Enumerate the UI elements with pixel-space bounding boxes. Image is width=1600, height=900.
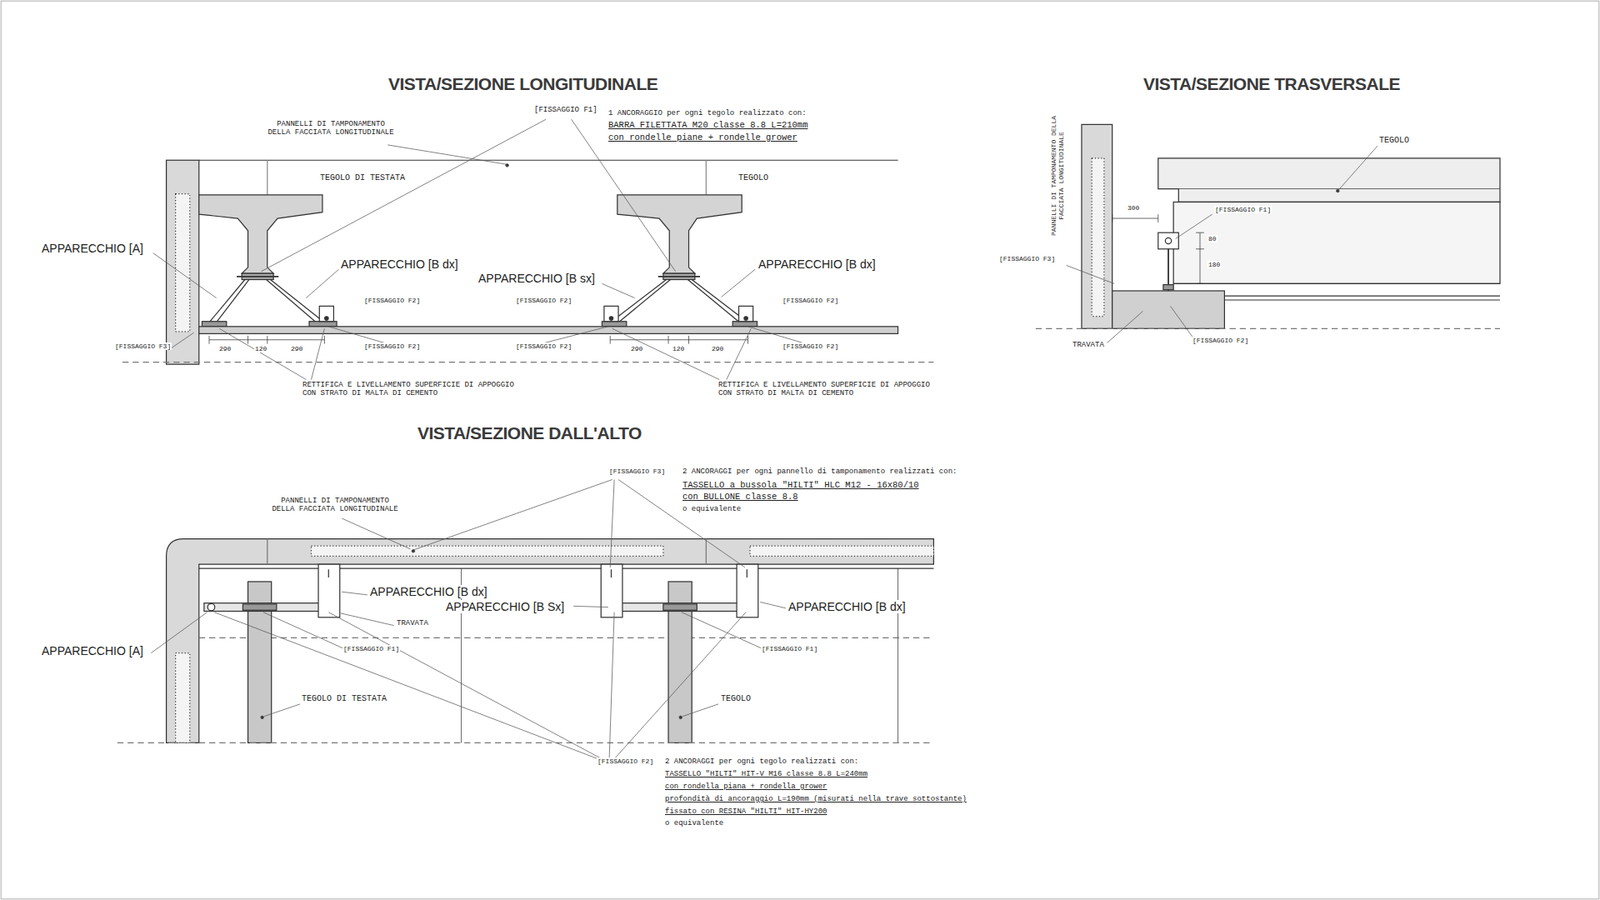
- panel-label: PANNELLI DI TAMPONAMENTO DELLA FACCIATA …: [267, 496, 403, 515]
- panel-label: PANNELLI DI TAMPONAMENTO DELLA FACCIATA …: [1050, 108, 1065, 244]
- device-label: APPARECCHIO [A]: [40, 241, 145, 255]
- dimension: 120: [254, 345, 268, 353]
- anchor-spec: con BULLONE classe 8.8: [681, 491, 800, 502]
- device-label: APPARECCHIO [B Sx]: [445, 600, 565, 614]
- anchor-spec: BARRA FILETTATA M20 classe 8.8 L=210mm: [607, 120, 809, 130]
- fixing-tag: [FISSAGGIO F2]: [596, 757, 655, 765]
- fixing-tag: [FISSAGGIO F3]: [114, 342, 172, 350]
- anchor-spec: TASSELLO a bussola "HILTI" HLC M12 - 16x…: [681, 480, 920, 490]
- element-label: TEGOLO DI TESTATA: [319, 173, 406, 184]
- fixing-tag: [FISSAGGIO F1]: [533, 105, 599, 115]
- fixing-tag: [FISSAGGIO F2]: [781, 342, 840, 350]
- anchor-note: o equivalente: [664, 819, 725, 828]
- mortar-note: RETTIFICA E LIVELLAMENTO SUPERFICIE DI A…: [717, 380, 938, 399]
- dimension: 300: [1126, 204, 1140, 212]
- dimension: 180: [1207, 260, 1221, 269]
- fixing-tag: [FISSAGGIO F2]: [515, 296, 573, 305]
- anchor-note: o equivalente: [681, 505, 742, 514]
- dimension: 290: [630, 345, 644, 353]
- fixing-tag: [FISSAGGIO F3]: [608, 467, 666, 475]
- fixing-tag: [FISSAGGIO F1]: [342, 645, 400, 653]
- dimension: 120: [671, 345, 685, 353]
- mortar-note: RETTIFICA E LIVELLAMENTO SUPERFICIE DI A…: [301, 380, 522, 399]
- panel-label: PANNELLI DI TAMPONAMENTO DELLA FACCIATA …: [263, 120, 399, 138]
- section-title: VISTA/SEZIONE LONGITUDINALE: [387, 74, 659, 95]
- fixing-tag: [FISSAGGIO F2]: [363, 342, 421, 350]
- section-title: VISTA/SEZIONE DALL'ALTO: [416, 423, 643, 444]
- anchor-spec: TASSELLO "HILTI" HIT-V M16 classe 8.8 L=…: [664, 770, 869, 779]
- element-label: TEGOLO: [1378, 135, 1410, 146]
- fixing-tag: [FISSAGGIO F2]: [781, 296, 840, 305]
- device-label: APPARECCHIO [B dx]: [340, 257, 460, 271]
- dimension: 80: [1207, 235, 1218, 243]
- element-label: TRAVATA: [1071, 340, 1105, 350]
- anchor-spec: profondità di ancoraggio L=190mm (misura…: [664, 795, 968, 804]
- dimension: 290: [710, 345, 725, 353]
- fixing-tag: [FISSAGGIO F3]: [998, 255, 1056, 263]
- fixing-tag: [FISSAGGIO F1]: [1214, 205, 1272, 214]
- element-label: TEGOLO DI TESTATA: [300, 694, 388, 705]
- anchor-spec: fissato con RESINA "HILTI" HIT-HY200: [664, 807, 828, 816]
- fixing-tag: [FISSAGGIO F2]: [515, 342, 573, 350]
- dimension: 290: [290, 345, 304, 353]
- device-label: APPARECCHIO [B dx]: [757, 257, 877, 271]
- device-label: APPARECCHIO [A]: [40, 644, 145, 658]
- element-label: TEGOLO: [737, 173, 770, 184]
- anchor-note: 2 ANCORAGGI per ogni pannello di tampona…: [681, 467, 958, 476]
- device-label: APPARECCHIO [B dx]: [787, 600, 907, 614]
- fixing-tag: [FISSAGGIO F1]: [760, 645, 819, 653]
- device-label: APPARECCHIO [B dx]: [369, 585, 489, 599]
- anchor-spec: con rondelle piane + rondelle grower: [607, 132, 799, 143]
- device-label: APPARECCHIO [B sx]: [477, 271, 596, 285]
- fixing-tag: [FISSAGGIO F2]: [363, 296, 421, 305]
- anchor-note: 2 ANCORAGGI per ogni tegolo realizzati c…: [664, 757, 860, 766]
- anchor-note: 1 ANCORAGGIO per ogni tegolo realizzato …: [607, 109, 808, 118]
- dimension: 290: [218, 345, 232, 353]
- element-label: TRAVATA: [395, 619, 430, 628]
- element-label: TEGOLO: [720, 694, 752, 705]
- section-title: VISTA/SEZIONE TRASVERSALE: [1142, 74, 1401, 95]
- anchor-spec: con rondella piana + rondella grower: [664, 782, 828, 791]
- fixing-tag: [FISSAGGIO F2]: [1191, 336, 1250, 345]
